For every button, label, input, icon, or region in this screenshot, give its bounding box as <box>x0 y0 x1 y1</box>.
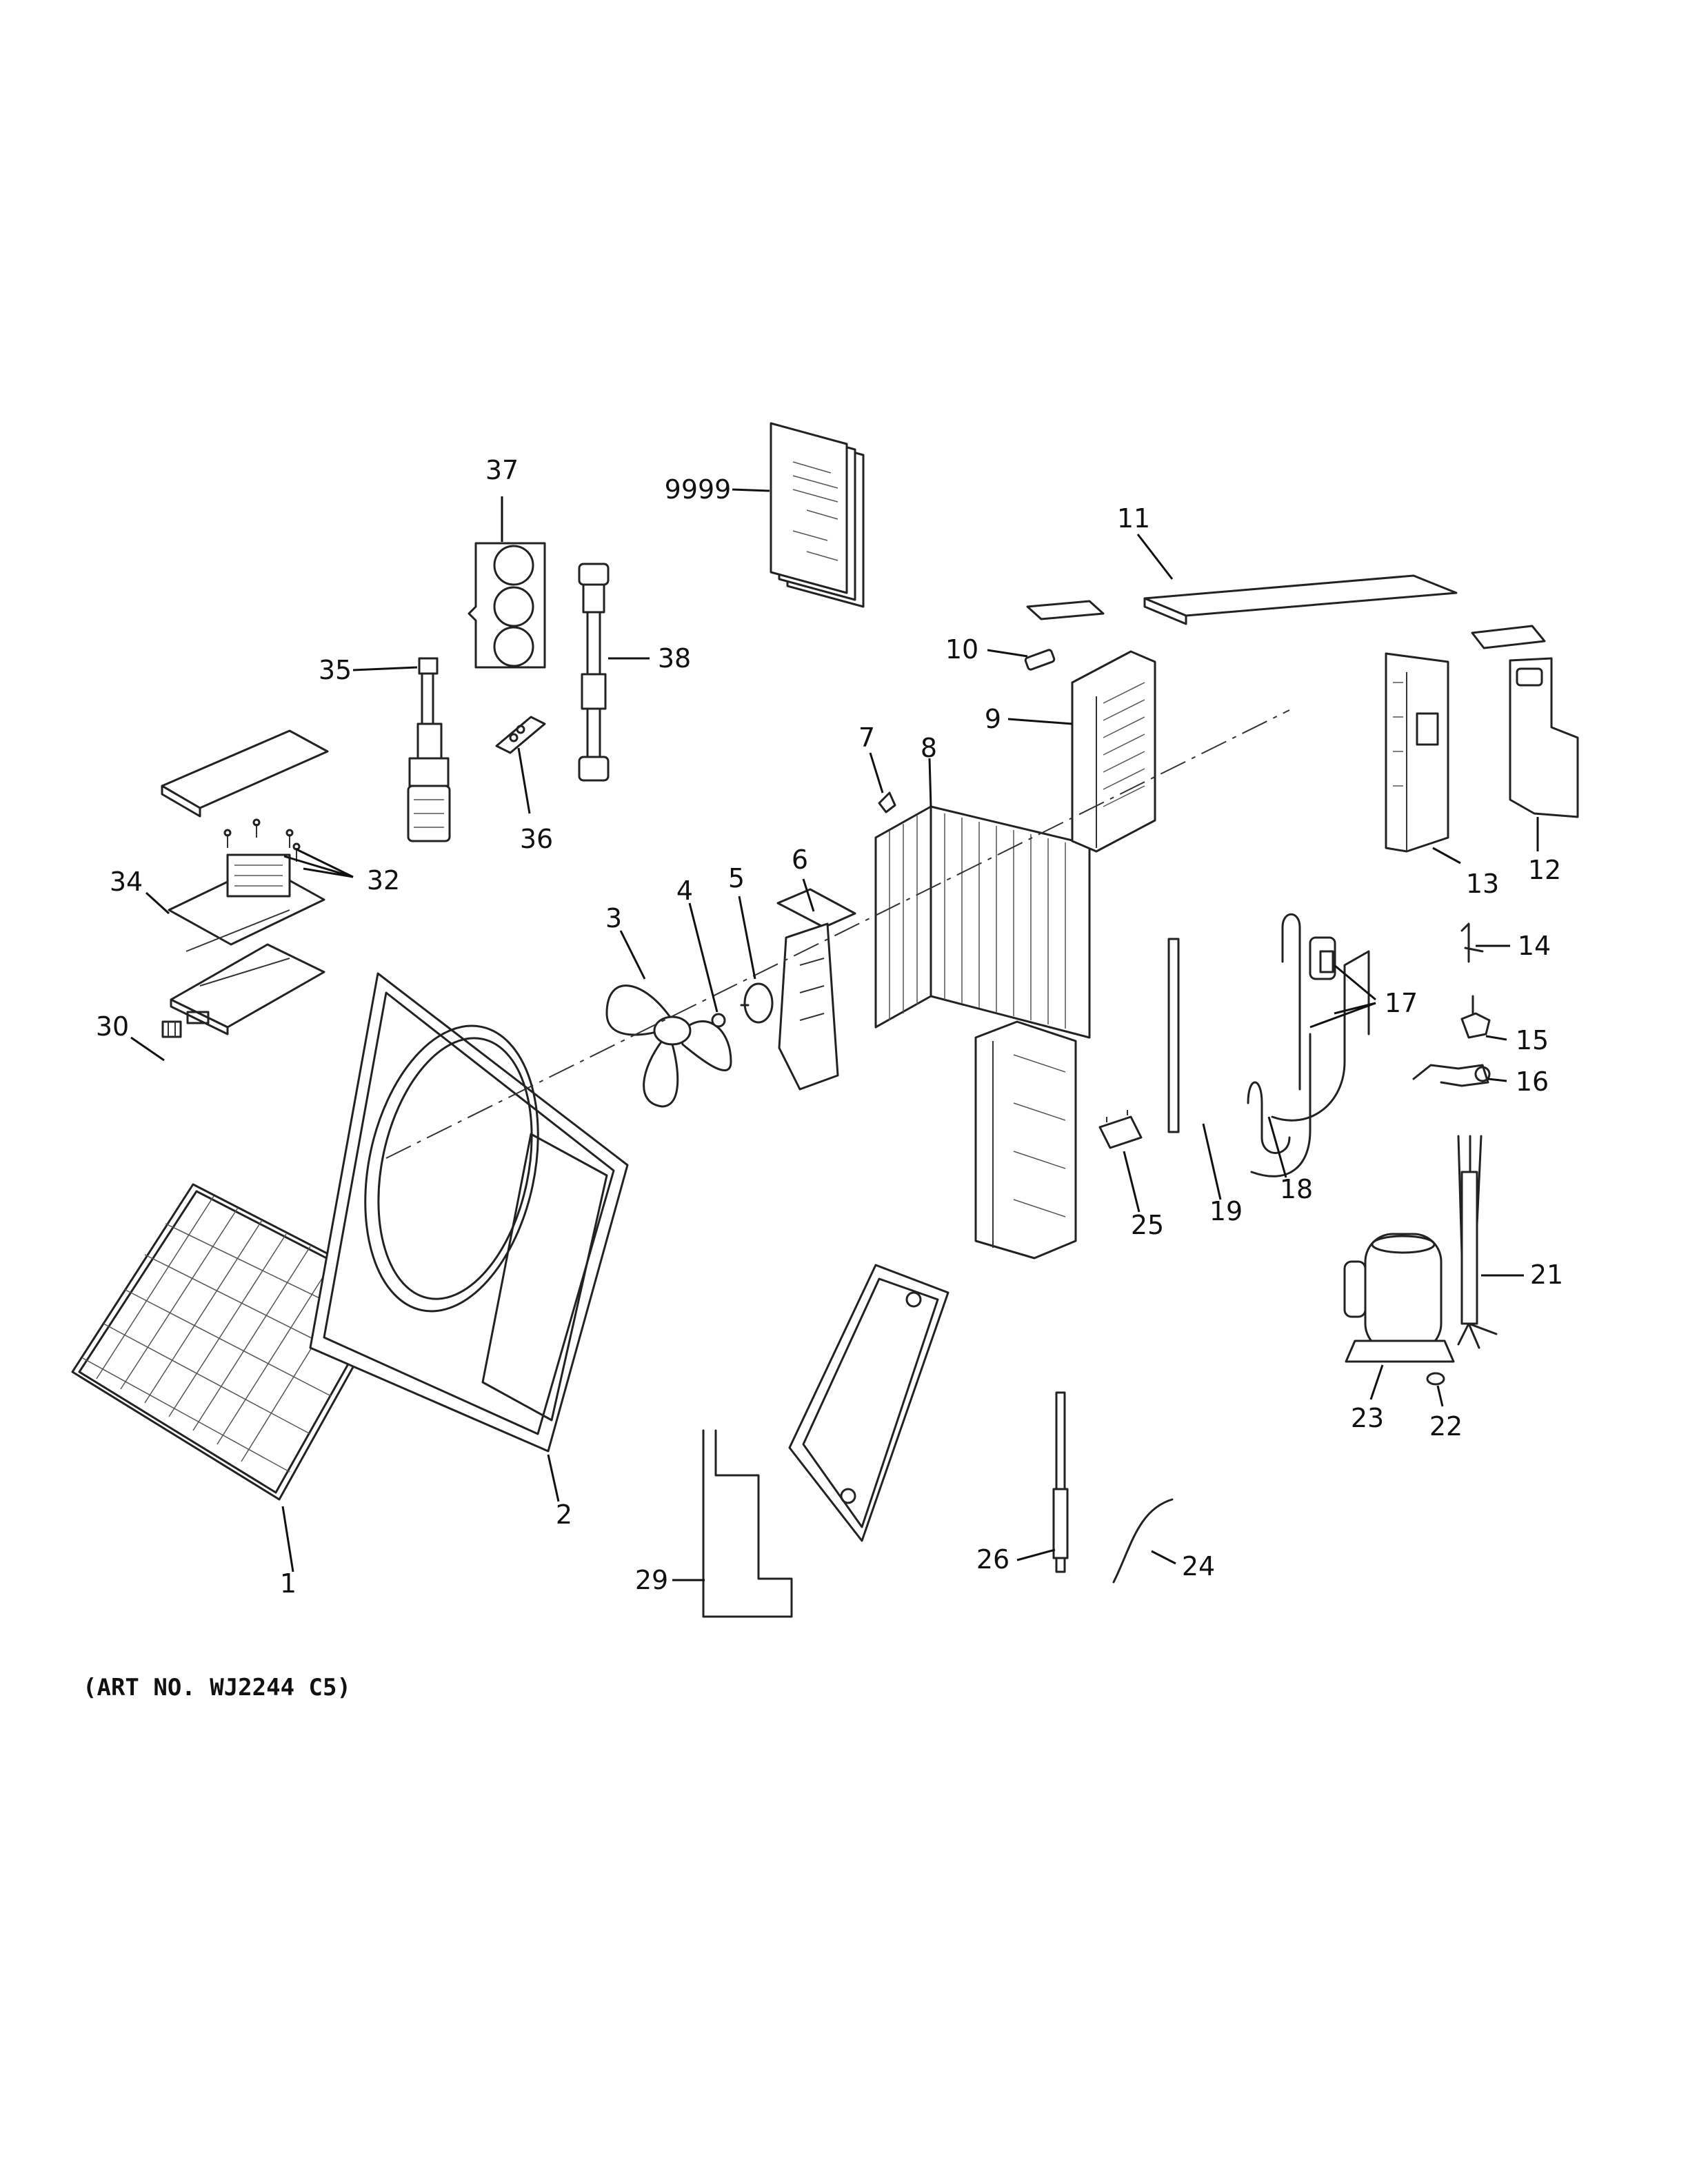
callout-12: 12 <box>1528 855 1561 885</box>
part-5-fan-motor[interactable] <box>740 982 774 1024</box>
part-16-service-valve[interactable] <box>1412 1064 1491 1087</box>
part-base-pan[interactable] <box>788 1264 950 1542</box>
callout-35: 35 <box>319 655 352 685</box>
part-3-fan-blade[interactable] <box>605 984 732 1108</box>
callout-16: 16 <box>1516 1066 1549 1097</box>
part-18-tube-assembly[interactable] <box>1247 1033 1312 1177</box>
callout-13: 13 <box>1466 869 1499 899</box>
part-8-condenser-coil[interactable] <box>874 805 1091 1039</box>
part-35-wire-harness[interactable] <box>407 657 451 842</box>
part-24-cable[interactable] <box>1112 1498 1174 1584</box>
callout-32: 32 <box>367 865 400 896</box>
part-15-service-valve[interactable] <box>1460 995 1491 1039</box>
part-17-reversing-valve-assembly[interactable] <box>1271 913 1370 1122</box>
callout-23: 23 <box>1351 1403 1384 1433</box>
callout-4: 4 <box>676 876 693 906</box>
part-30-terminal-block[interactable] <box>161 1020 182 1038</box>
callout-5: 5 <box>728 863 745 893</box>
callout-9999: 9999 <box>665 474 732 505</box>
part-11-top-cover[interactable] <box>1026 574 1546 649</box>
part-13-right-side-panel[interactable] <box>1385 652 1449 853</box>
part-6-motor-bracket[interactable] <box>776 888 856 1091</box>
callout-1: 1 <box>280 1568 297 1599</box>
part-10-small-bracket[interactable] <box>1024 649 1056 671</box>
callout-labels: 1 2 3 4 5 6 7 8 9 10 11 12 13 14 15 16 1… <box>96 455 1563 1599</box>
part-4-nut[interactable] <box>711 1013 726 1028</box>
part-22-grommet[interactable] <box>1426 1372 1445 1386</box>
leader-lines <box>130 488 1539 1581</box>
callout-26: 26 <box>976 1544 1009 1575</box>
art-number: (ART NO. WJ2244 C5) <box>83 1674 351 1701</box>
callout-36: 36 <box>520 824 553 854</box>
part-9999-manual[interactable] <box>770 422 865 608</box>
part-29-heater-tube[interactable] <box>702 1429 793 1618</box>
center-lines <box>385 709 1290 1159</box>
callout-25: 25 <box>1131 1210 1164 1240</box>
part-9-side-panel[interactable] <box>1071 650 1156 853</box>
callout-38: 38 <box>658 643 691 674</box>
callout-29: 29 <box>635 1565 668 1595</box>
part-12-side-cover[interactable] <box>1509 657 1579 818</box>
callout-7: 7 <box>858 722 875 753</box>
callout-34: 34 <box>110 867 143 897</box>
callout-2: 2 <box>556 1499 572 1530</box>
part-37-panel-plate[interactable] <box>468 542 546 669</box>
part-14-fitting[interactable] <box>1460 922 1484 963</box>
callout-6: 6 <box>792 845 808 875</box>
part-control-box-housing[interactable] <box>170 909 325 1035</box>
part-36-small-bracket[interactable] <box>495 716 546 754</box>
part-34-control-board[interactable] <box>161 729 329 946</box>
callout-14: 14 <box>1518 931 1551 961</box>
callout-10: 10 <box>945 634 978 665</box>
callout-8: 8 <box>921 733 937 763</box>
part-7-clip[interactable] <box>878 791 896 813</box>
part-38-service-valve[interactable] <box>578 563 610 782</box>
part-partition-panel[interactable] <box>974 1020 1077 1260</box>
callout-11: 11 <box>1117 503 1150 534</box>
callout-19: 19 <box>1209 1196 1243 1226</box>
callout-3: 3 <box>605 903 622 933</box>
callout-30: 30 <box>96 1011 129 1042</box>
callout-9: 9 <box>985 704 1001 734</box>
callout-17: 17 <box>1385 988 1418 1018</box>
part-21-compressor-harness[interactable] <box>1457 1135 1498 1349</box>
callout-18: 18 <box>1280 1174 1313 1204</box>
callout-15: 15 <box>1516 1025 1549 1055</box>
part-2-front-panel[interactable] <box>309 972 629 1453</box>
part-19-tube[interactable] <box>1167 938 1180 1133</box>
callout-22: 22 <box>1429 1411 1463 1442</box>
callout-37: 37 <box>485 455 519 485</box>
part-26-rod[interactable] <box>1052 1391 1069 1573</box>
part-23-compressor[interactable] <box>1343 1233 1455 1363</box>
callout-21: 21 <box>1530 1260 1563 1290</box>
callout-24: 24 <box>1182 1551 1215 1581</box>
part-25-bracket[interactable] <box>1098 1110 1143 1149</box>
